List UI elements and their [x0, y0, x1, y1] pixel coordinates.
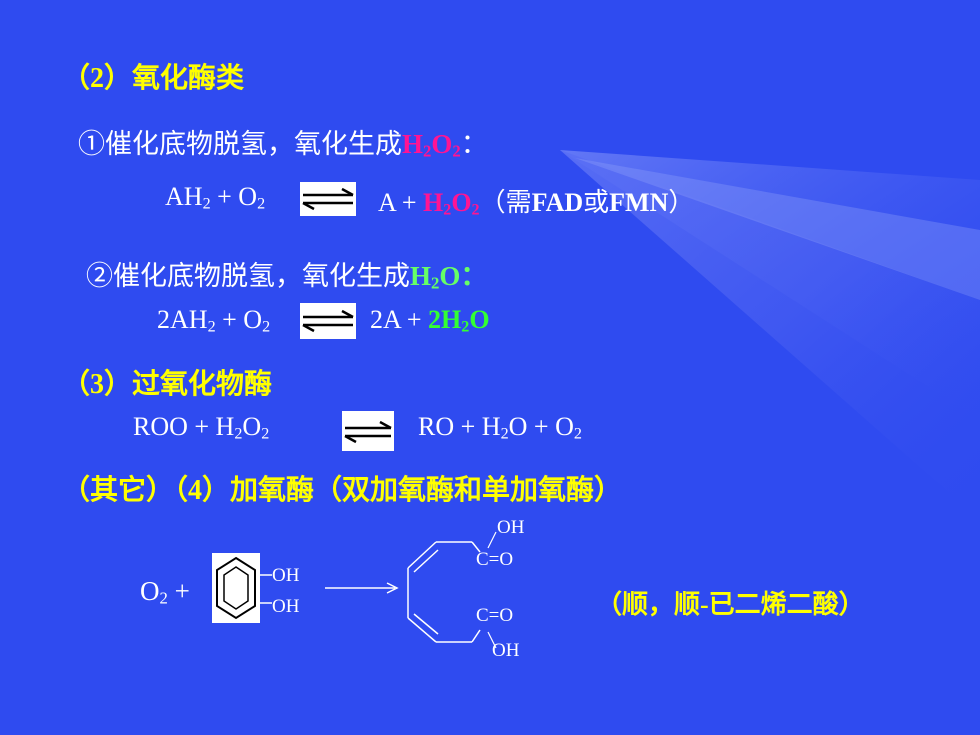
- reaction-arrow-icon: [325, 582, 399, 594]
- item2-product: H2O：: [410, 261, 488, 293]
- item1-line: ①催化底物脱氢，氧化生成H2O2：: [78, 122, 488, 162]
- product-co-bottom: C=O: [476, 605, 514, 626]
- section4-heading: （其它）（4）加氧酶（双加氧酶和单加氧酶）: [62, 475, 623, 506]
- catechol-oh-top: OH: [272, 565, 300, 586]
- product-co-top: C=O: [476, 549, 514, 570]
- item1-colon: ：: [460, 129, 488, 159]
- section2-heading: （2）氧化酶类: [62, 63, 245, 94]
- section3-heading: （3）过氧化物酶: [62, 369, 273, 400]
- catechol-bonds-icon: [258, 574, 272, 604]
- catechol-oh-bottom: OH: [272, 596, 300, 617]
- product-oh-bottom: OH: [492, 640, 520, 661]
- equilibrium-arrow-icon: [300, 182, 356, 216]
- item1-product: H2O2: [402, 129, 461, 161]
- muconic-acid-skeleton-icon: [407, 531, 497, 649]
- equation-1-right: A + H2O2（需FAD或FMN）: [378, 188, 695, 219]
- eq1-h2o2: H2O2: [423, 188, 480, 219]
- equation-2-left: 2AH2 + O2: [157, 305, 271, 336]
- equation-3-left: ROO + H2O2: [133, 412, 270, 443]
- equation-2-right: 2A + 2H2O: [370, 305, 490, 336]
- equilibrium-arrow-icon: [342, 411, 394, 451]
- equation-1-left: AH2 + O2: [165, 182, 266, 213]
- item2-line: ②催化底物脱氢，氧化生成H2O：: [86, 254, 487, 294]
- product-name: （顺，顺-已二烯二酸）: [596, 590, 865, 619]
- equation-3-right: RO + H2O + O2: [418, 412, 582, 443]
- catechol-ring-icon: [212, 553, 260, 623]
- item2-label: ②催化底物脱氢，氧化生成: [86, 261, 410, 291]
- reaction-o2: O2 +: [140, 576, 190, 608]
- item1-label: ①催化底物脱氢，氧化生成: [78, 129, 402, 159]
- eq2-2h2o: 2H2O: [428, 305, 490, 336]
- equilibrium-arrow-icon: [300, 303, 356, 339]
- product-oh-top: OH: [497, 517, 525, 538]
